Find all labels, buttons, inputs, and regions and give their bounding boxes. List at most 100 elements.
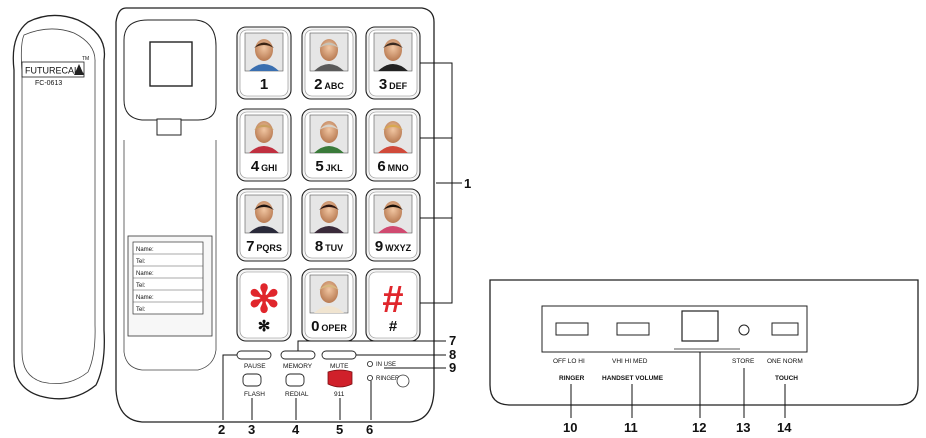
emergency-911-button[interactable] (327, 369, 353, 388)
store-label: STORE (732, 358, 755, 365)
cradle-hook (149, 41, 193, 87)
flash-button[interactable] (242, 373, 262, 387)
contact-photo (309, 274, 349, 314)
directory-tel-2: Tel: (136, 283, 146, 289)
touch-mode-switch[interactable] (771, 322, 799, 336)
contact-photo (244, 114, 284, 154)
callout-8: 8 (449, 347, 456, 362)
model-number: FC-0613 (35, 80, 62, 87)
mute-label: MUTE (330, 363, 349, 370)
touch-switch-positions: ONE NORM (767, 358, 803, 365)
in-use-label: IN USE (376, 362, 396, 368)
handset-volume-switch[interactable] (616, 322, 650, 336)
contact-photo (244, 32, 284, 72)
ringer-switch[interactable] (555, 322, 589, 336)
key-label: # (389, 318, 398, 335)
directory-tel-1: Tel: (136, 259, 146, 265)
mute-button[interactable] (321, 350, 357, 360)
back-callout-lines (570, 352, 786, 418)
contact-photo (373, 32, 413, 72)
callout-7: 7 (449, 333, 456, 348)
directory-name-3: Name: (136, 295, 154, 301)
directory-tel-3: Tel: (136, 307, 146, 313)
function-buttons: PAUSE MEMORY MUTE FLASH REDIAL 911 IN US… (236, 350, 410, 398)
emergency-label: 911 (334, 391, 345, 398)
handset-switch-positions: VHI HI MED (612, 358, 648, 365)
directory-name-2: Name: (136, 271, 154, 277)
contact-photo (373, 114, 413, 154)
ringer-label: RINGER (376, 376, 400, 382)
callout-10: 10 (563, 420, 577, 435)
key-label: ✻ (258, 318, 271, 335)
contact-photo (244, 194, 284, 234)
redial-button[interactable] (285, 373, 305, 387)
callout-9: 9 (449, 360, 456, 375)
touch-switch-label: TOUCH (775, 375, 798, 382)
directory-lines (133, 253, 203, 303)
key-label: 1 (260, 76, 268, 93)
keypad-key-1[interactable]: 1 (236, 26, 292, 100)
hook-switch[interactable] (156, 118, 182, 136)
callout-6: 6 (366, 422, 373, 437)
brand-plate (21, 61, 85, 78)
back-panel: OFF LO HI RINGER VHI HI MED HANDSET VOLU… (489, 279, 919, 406)
ringer-switch-label: RINGER (559, 375, 585, 382)
keypad-key-12[interactable]: ## (365, 268, 421, 342)
flash-label: FLASH (244, 391, 265, 398)
trademark-mark: TM (82, 56, 89, 62)
keypad-key-10[interactable]: ✻✻ (236, 268, 292, 342)
store-button[interactable] (738, 324, 750, 336)
contact-photo (309, 32, 349, 72)
memory-button[interactable] (280, 350, 316, 360)
callout-11: 11 (624, 420, 638, 435)
redial-label: REDIAL (285, 391, 309, 398)
ringer-led-icon (366, 374, 373, 381)
callout-1: 1 (464, 176, 471, 191)
callout-4: 4 (292, 422, 300, 437)
ringer-switch-positions: OFF LO HI (553, 358, 585, 365)
callout-3: 3 (248, 422, 255, 437)
memory-label: MEMORY (283, 363, 313, 370)
callout-12: 12 (692, 420, 706, 435)
callout-13: 13 (736, 420, 750, 435)
phone-jack (681, 310, 719, 342)
contact-photo (309, 194, 349, 234)
handset-switch-label: HANDSET VOLUME (602, 375, 664, 382)
brand-logo-text: FUTURECALL (25, 66, 84, 76)
directory-name-1: Name: (136, 247, 154, 253)
handset: FUTURECALL TM FC-0613 (12, 14, 106, 400)
brand-logo-icon (74, 64, 84, 75)
callout-5: 5 (336, 422, 343, 437)
contact-photo (309, 114, 349, 154)
star-symbol-icon: ✻ (248, 279, 280, 321)
in-use-led-icon (366, 360, 373, 367)
contact-photo (373, 194, 413, 234)
callout-14: 14 (777, 420, 792, 435)
pause-label: PAUSE (244, 363, 266, 370)
callout-2: 2 (218, 422, 225, 437)
hash-symbol-icon: # (382, 279, 403, 321)
pause-button[interactable] (236, 350, 272, 360)
front-callout-lines (222, 62, 462, 420)
speaker-grille-icon (396, 374, 410, 388)
